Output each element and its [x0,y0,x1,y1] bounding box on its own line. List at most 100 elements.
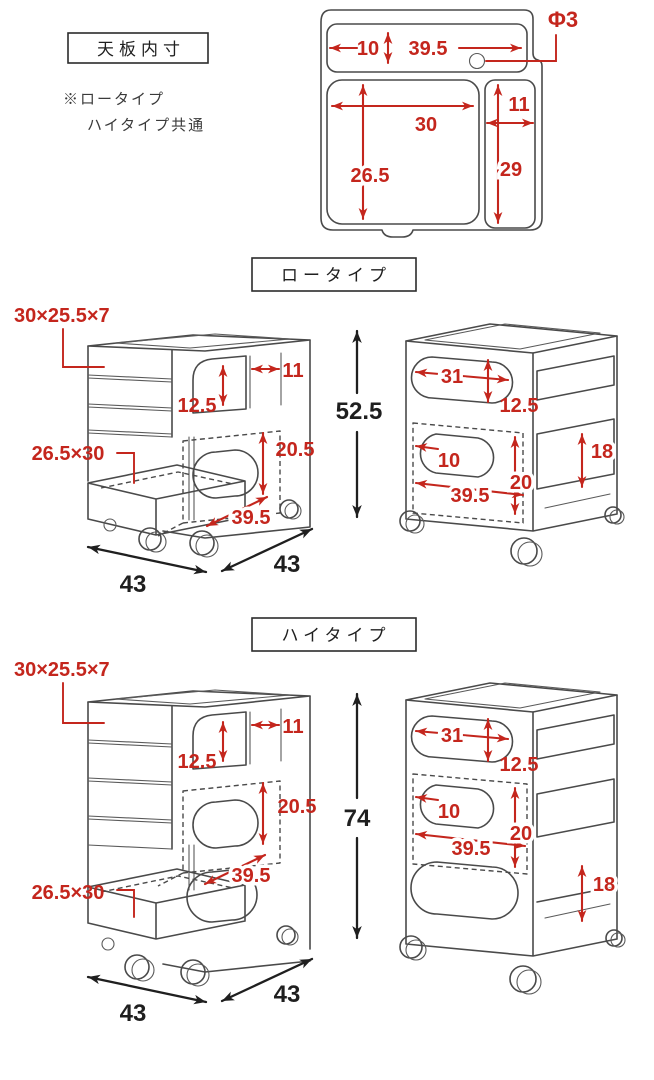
caster-wheel [405,939,427,961]
dim-opening-height: 12.5 [500,395,539,417]
dim-opening-width: 31 [441,366,463,388]
casters [399,929,626,995]
middle-opening [192,799,259,849]
caster-wheel [609,509,625,525]
dim-inner-depth: 10 [438,450,460,472]
panel-edges [249,708,282,765]
top-opening [192,355,247,414]
panel-edges [249,352,282,409]
caster-wheel [405,514,425,534]
caster-wheel [138,527,162,551]
dim-inner-depth: 10 [438,801,460,823]
body-width-dim-line [86,974,208,1005]
top-view-title: 天板内寸 [97,40,185,59]
tray-inner-hidden [100,875,234,893]
hidden-compartment [157,780,281,887]
body-width-dim-line [86,544,208,575]
side-tray-line [544,903,611,919]
header-labels: 天板内寸 ※ロータイプ ハイタイプ共通 [63,32,209,134]
corner-column [188,844,195,891]
drawer-seams [87,739,173,850]
body-depth-dim-line [220,957,314,1003]
opening-width-dim-line [414,368,510,384]
casters [101,925,299,987]
dim-side-panel-width: 11 [282,360,303,382]
inner-width-dim-line [203,853,267,886]
cart-top-recess [424,682,601,709]
dim-side-width: 11 [508,94,529,116]
dim-lower-opening-height: 20.5 [278,796,317,818]
dim-top-drawer-size: 30×25.5×7 [14,659,110,681]
cart-top-recess [114,689,291,705]
caster-wheel [284,502,302,520]
side-shelf-slots [536,355,615,490]
top-view-title-box [67,32,209,64]
dim-main-width: 30 [415,114,437,136]
casters [399,506,625,567]
cart-top-face [87,690,311,708]
caster-wheel [605,929,623,947]
dim-bottom-tray-size: 26.5×30 [32,443,105,465]
dim-side-opening-height: 18 [593,874,615,896]
dim-body-width: 43 [120,1000,147,1027]
caster-wheel [276,925,296,945]
inner-depth-dim-line [414,794,440,803]
hidden-compartment [412,422,524,524]
caster-wheel [610,932,626,948]
dim-main-depth: 26.5 [351,165,390,187]
hole-leader-line [485,34,557,62]
dim-opening-width: 31 [441,725,463,747]
caster-wheel [189,530,215,556]
cart-top-face [405,682,618,713]
dim-tray-depth: 10 [357,38,379,60]
dim-hole-diameter: Φ3 [548,7,578,32]
top-view-note-line1: ※ロータイプ [63,91,165,108]
hidden-compartment [412,773,528,875]
bottom-opening [410,861,519,920]
hidden-compartment [157,430,281,537]
body-depth-dim-line [220,527,314,573]
top-panel-plan-view: 10 39.5 Φ3 30 26.5 11 29 [320,7,578,238]
dim-inner-height: 20 [510,823,532,845]
low-type-title: ロータイプ [281,266,391,285]
side-compartment-outline [484,79,536,229]
cart-top-recess [424,323,601,350]
low-type-left-view: 12.5 11 20.5 39.5 30×25.5×7 26.5×30 43 4… [14,305,314,598]
main-compartment-outline [326,79,480,225]
side-shelf-slots [536,714,615,903]
dim-bottom-tray-size: 26.5×30 [32,882,105,904]
caster-wheel [279,499,299,519]
caster-wheel [124,954,150,980]
drawer-seams [87,374,173,438]
drawer-size-leader [62,682,105,724]
cart-top-recess [114,333,291,349]
inner-width-dim-line [414,479,525,499]
low-type-right-view: 31 12.5 10 39.5 20 18 52.5 [336,323,625,567]
cart-silhouette [405,694,618,957]
caster-wheel [281,928,299,946]
caster-wheel [399,935,423,959]
dim-side-panel-width: 11 [282,716,303,738]
top-outer-outline [320,9,543,238]
dim-overall-height: 52.5 [336,398,383,425]
caster-wheel [516,969,542,995]
dim-inner-height: 20 [510,472,532,494]
caster-wheel [103,518,117,532]
dim-opening-height: 12.5 [500,754,539,776]
bottom-tray [87,868,246,940]
hole-circle [468,52,486,70]
high-type-title: ハイタイプ [282,626,391,645]
opening-width-dim-line [414,727,510,743]
inner-width-dim-line [414,830,527,850]
inner-depth-dim-line [414,443,440,452]
dim-opening-height: 12.5 [178,395,217,417]
top-tray-outline [326,23,528,73]
caster-wheel [101,937,115,951]
high-type-right-view: 31 12.5 10 39.5 20 18 74 [344,682,626,995]
dim-inner-width: 39.5 [452,838,491,860]
dim-side-depth: 29 [500,159,522,181]
cart-silhouette [87,339,311,539]
drawer-size-leader [62,328,105,368]
